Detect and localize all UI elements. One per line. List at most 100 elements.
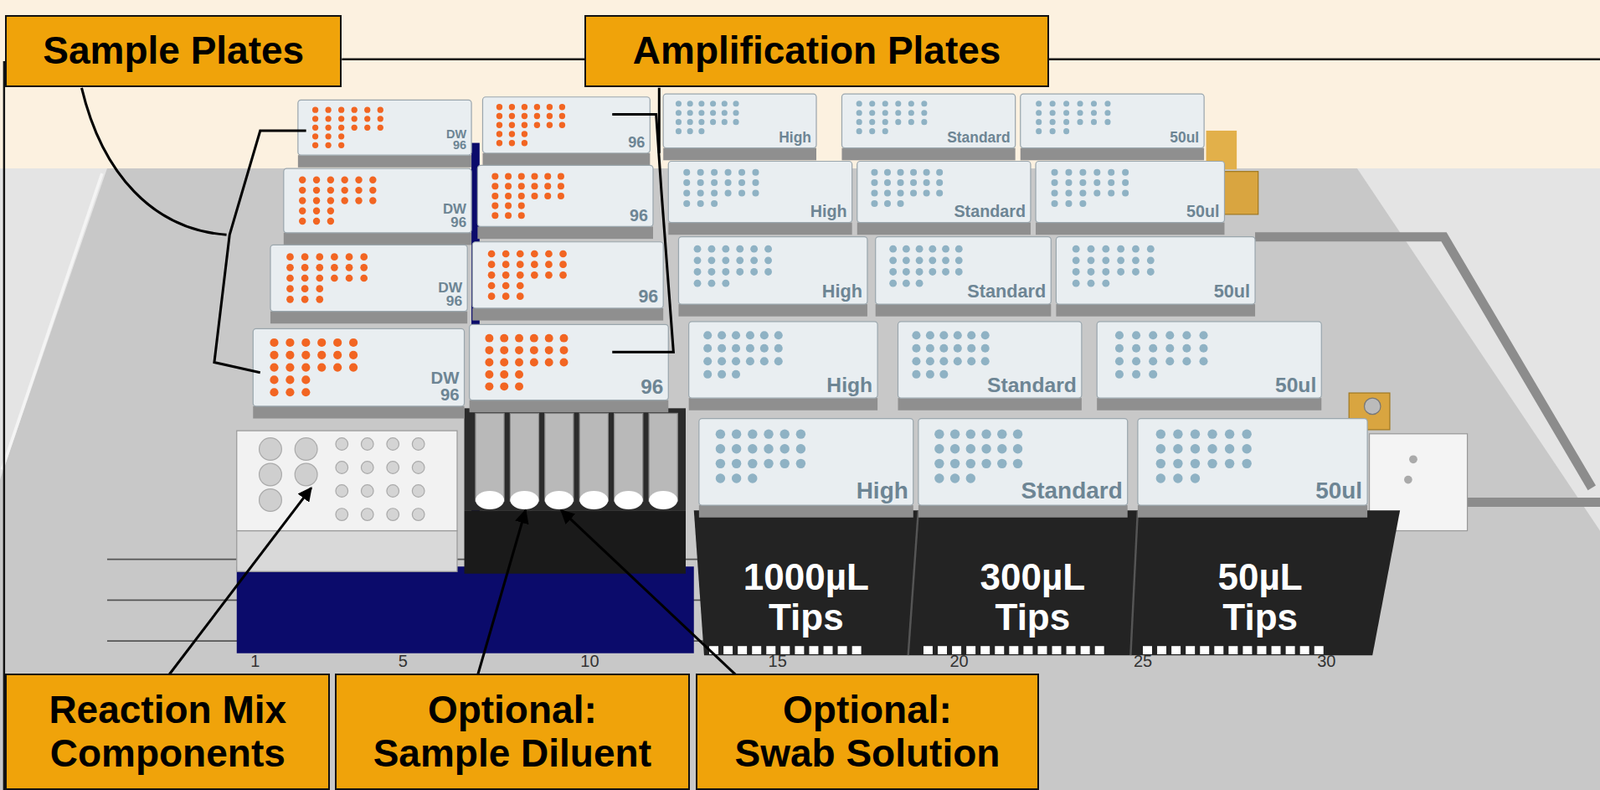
well-dot [732,109,739,116]
well-dot [1107,169,1115,176]
well-dot [544,182,551,190]
well-dot [764,256,772,264]
trough-rack [464,407,686,510]
well-dot [950,458,960,469]
plate-label: DW 96 [442,128,467,152]
well-dot [902,279,911,288]
well-dot [502,271,510,279]
well-dot [934,443,944,453]
plate-side [875,303,1052,317]
tube-hole [386,461,400,474]
well-dot [559,250,567,258]
well-dot [333,338,342,347]
callout-box: Reaction Mix Components [5,673,330,790]
well-dot [315,263,324,272]
well-dot [559,271,567,279]
carrier-tick [1066,645,1076,654]
tip-box [898,321,1082,411]
carrier-tick [1242,645,1252,654]
well-dot [534,113,541,119]
well-dot [1064,179,1072,186]
well-dot [1116,256,1125,264]
well-dot [546,113,553,119]
well-dot [1101,279,1110,288]
well-dot [710,179,718,186]
well-dot [546,122,553,129]
well-dot [751,179,759,186]
carrier-divider [1130,509,1138,655]
tube-hole [411,461,425,474]
well-dot [939,330,948,340]
well-dot [557,182,565,190]
well-dot [364,124,371,131]
carrier-tick [980,645,990,654]
well-dot [364,115,371,122]
well-dot [301,284,309,293]
well-dot [683,189,690,196]
tip-box [689,321,878,411]
well-dot [735,245,744,253]
well-dot [941,256,950,264]
leader-arrow [168,487,312,675]
well-dot [1049,128,1056,134]
plate-side [1096,397,1322,411]
well-dot [530,271,539,279]
well-dot [763,443,773,453]
well-dot [747,473,757,483]
well-dot [731,330,741,340]
well-dot [953,330,963,340]
well-dot [732,100,739,107]
well-dot [488,292,496,300]
tip-box [1035,160,1225,235]
well-dot [1035,118,1042,125]
well-dot [1013,428,1023,438]
well-dot [364,107,371,114]
well-dot [1131,330,1141,340]
amplification-plate [472,241,664,321]
well-dot [721,267,730,276]
well-dot [325,142,332,149]
well-dot [731,356,741,366]
well-dot [301,263,309,272]
tube-hole [411,484,425,498]
well-dot [1241,443,1251,453]
plate-top [668,160,852,222]
well-dot [285,363,294,372]
well-dot [675,109,682,116]
well-dot [796,443,806,453]
well-dot [1198,356,1208,366]
well-dot [354,176,362,184]
well-dot [698,100,705,107]
well-dot [349,338,358,347]
well-dot [521,113,528,119]
well-dot [745,330,755,340]
well-dot [897,179,905,186]
carrier-tick [1171,645,1181,654]
well-dot [313,206,320,214]
leader-arrow [560,509,737,675]
plate-label: Standard [987,375,1077,395]
well-dot [856,100,863,107]
carrier-tick [723,645,733,654]
well-dot [687,100,694,107]
tube-hole [360,508,374,521]
plate-side [1137,504,1368,518]
well-dot [499,345,509,355]
well-dot [518,192,525,200]
well-dot [981,330,990,340]
well-dot [955,267,963,276]
well-dot [721,109,728,116]
well-dot [1101,267,1110,276]
callout-box: Amplification Plates [584,15,1050,87]
well-dot [301,363,310,372]
well-dot [325,115,332,122]
well-dot [327,217,335,225]
axis-number: 20 [950,651,969,671]
well-dot [301,338,310,347]
well-dot [870,189,878,196]
carrier-tick [808,645,819,654]
plate-side [918,504,1128,518]
well-dot [895,100,901,107]
well-dot [1148,330,1158,340]
well-dot [1156,443,1166,453]
